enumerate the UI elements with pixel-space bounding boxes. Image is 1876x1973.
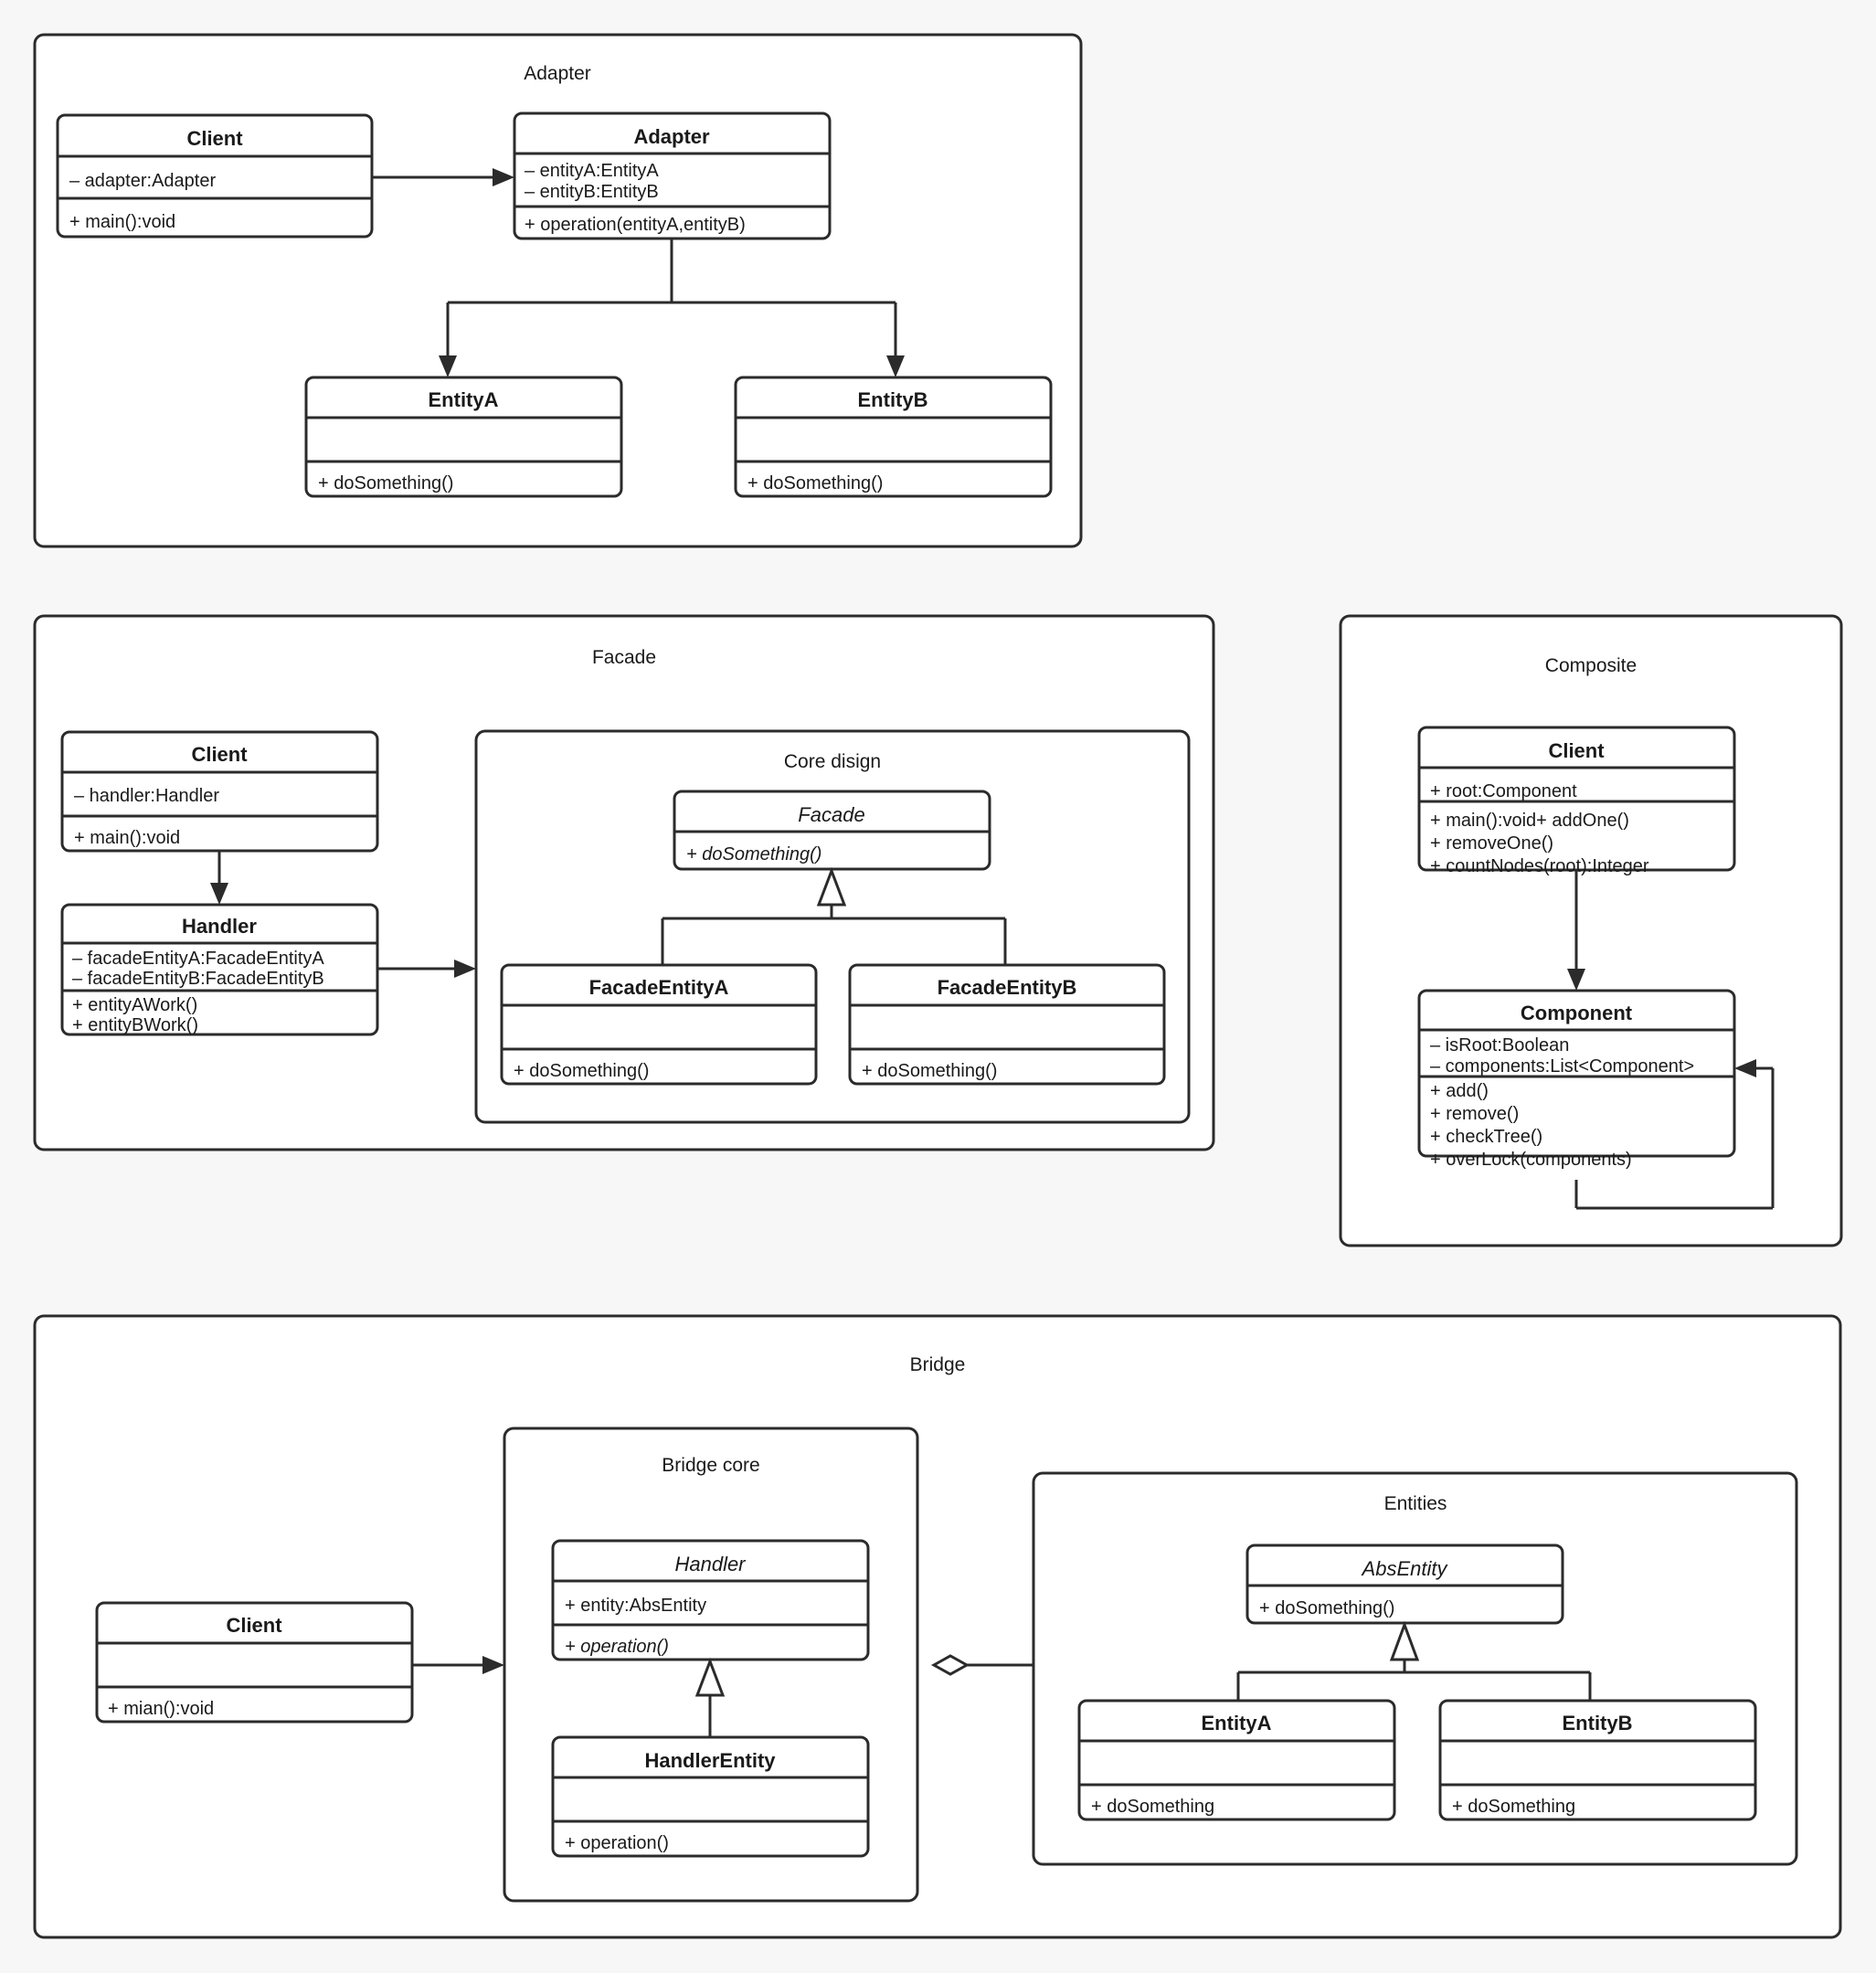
adapter-entitya-class[interactable]: EntityA + doSomething() [304,376,623,498]
facade-entityb-class[interactable]: FacadeEntityB + doSomething() [848,963,1166,1086]
group-adapter-title: Adapter [524,63,591,84]
edge-adapter-to-entities [439,239,905,377]
class-method: + main():void [69,212,175,232]
class-attribute: – facadeEntityA:FacadeEntityA [72,949,324,969]
class-name: EntityB [1563,1712,1633,1734]
facade-entitya-class[interactable]: FacadeEntityA + doSomething() [500,963,818,1086]
class-attribute: + root:Component [1430,781,1577,801]
class-attribute: – entityA:EntityA [525,161,659,181]
group-composite-title: Composite [1545,655,1637,676]
class-method: + doSomething() [747,473,883,493]
composite-component-class[interactable]: Component – isRoot:Boolean – components:… [1417,989,1736,1170]
edge-handlerentity-generalization [694,1657,726,1737]
class-name: Client [186,127,243,150]
class-method: + checkTree() [1430,1127,1542,1147]
class-name: EntityA [429,388,499,411]
class-method: + doSomething() [862,1061,997,1081]
facade-entityb-box[interactable] [848,963,1166,1086]
class-attribute: – components:List<Component> [1430,1056,1694,1077]
adapter-entitya-box[interactable] [304,376,623,498]
group-entities[interactable]: Entities AbsEntity + doSomething() Entit… [1032,1471,1798,1866]
class-method: + doSomething() [686,844,821,865]
class-method: + remove() [1430,1104,1519,1124]
adapter-entityb-class[interactable]: EntityB + doSomething() [734,376,1053,498]
class-method: + countNodes(root):Integer [1430,856,1649,876]
class-name: HandlerEntity [644,1749,776,1772]
edge-bridge-core-aggregation-entities [930,1654,1033,1676]
class-attribute: – isRoot:Boolean [1430,1035,1569,1055]
class-name: AbsEntity [1361,1557,1449,1580]
class-name: Facade [798,803,864,826]
group-entities-title: Entities [1384,1493,1447,1514]
class-method: + operation() [565,1637,669,1657]
class-method: + doSomething() [514,1061,649,1081]
bridge-handler-class[interactable]: Handler + entity:AbsEntity + operation() [551,1539,870,1661]
class-attribute: + entity:AbsEntity [565,1596,706,1616]
facade-client-class[interactable]: Client – handler:Handler + main():void [60,730,379,853]
class-method: + operation(entityA,entityB) [525,215,746,235]
adapter-entityb-box[interactable] [734,376,1053,498]
class-name: EntityA [1202,1712,1272,1734]
class-attribute: – facadeEntityB:FacadeEntityB [72,969,324,989]
edge-component-self-loop [1574,1059,1775,1210]
facade-handler-class[interactable]: Handler – facadeEntityA:FacadeEntityA – … [60,903,379,1036]
class-name: Client [191,743,248,766]
adapter-adapter-class[interactable]: Adapter – entityA:EntityA – entityB:Enti… [513,111,832,240]
group-composite[interactable]: Composite Client + root:Component + main… [1339,614,1843,1247]
class-method: + main():void [74,828,180,848]
bridge-absentity-class[interactable]: AbsEntity + doSomething() [1245,1543,1564,1625]
bridge-client-class[interactable]: Client + mian():void [95,1601,414,1724]
class-attribute: – entityB:EntityB [525,182,659,202]
edge-handler-to-core [377,960,476,978]
class-method: + operation() [565,1833,669,1853]
edge-composite-client-to-component [1567,870,1585,991]
class-method: + add() [1430,1081,1489,1101]
group-adapter[interactable]: Adapter Client – adapter:Adapter + main(… [33,33,1083,548]
facade-entitya-box[interactable] [500,963,818,1086]
class-name: Client [1548,739,1605,762]
edge-facade-client-to-handler [210,851,228,905]
class-method: + doSomething [1452,1797,1575,1817]
class-name: EntityB [858,388,928,411]
adapter-client-class[interactable]: Client – adapter:Adapter + main():void [56,113,374,239]
bridge-entityb-class[interactable]: EntityB + doSomething [1438,1699,1757,1821]
bridge-entityb-box[interactable] [1438,1699,1757,1821]
class-method: + removeOne() [1430,833,1553,854]
bridge-handlerentity-class[interactable]: HandlerEntity + operation() [551,1735,870,1858]
class-method: + mian():void [108,1699,214,1719]
group-core-disign[interactable]: Core disign Facade + doSomething() Facad… [474,729,1191,1124]
group-bridge-title: Bridge [910,1354,966,1375]
class-name: FacadeEntityA [589,976,729,999]
class-name: Adapter [633,125,710,148]
bridge-client-box[interactable] [95,1601,414,1724]
class-method: + entityAWork() [72,995,197,1015]
class-attribute: – adapter:Adapter [69,171,216,191]
class-method: + overLock(components) [1430,1150,1632,1170]
edge-bridge-client-to-core [412,1656,504,1674]
class-method: + doSomething [1091,1797,1214,1817]
edge-facade-generalization [661,866,1007,965]
class-name: Handler [182,915,257,938]
edge-entities-generalization [1236,1620,1592,1701]
edge-client-to-adapter [372,168,514,186]
composite-client-class[interactable]: Client + root:Component + main():void+ a… [1417,726,1736,876]
group-core-disign-title: Core disign [784,751,881,772]
class-method: + doSomething() [318,473,453,493]
class-method: + main():void+ addOne() [1430,811,1629,831]
bridge-entitya-class[interactable]: EntityA + doSomething [1077,1699,1396,1821]
group-facade-title: Facade [592,647,656,668]
group-bridge[interactable]: Bridge Client + mian():void Bridge core … [33,1314,1842,1939]
facade-abstract-class[interactable]: Facade + doSomething() [673,790,991,871]
class-name: Handler [674,1553,747,1575]
class-method: + doSomething() [1259,1598,1394,1618]
group-facade[interactable]: Facade Client – handler:Handler + main()… [33,614,1215,1151]
class-name: Component [1521,1002,1633,1024]
composite-component-box[interactable] [1417,989,1736,1158]
group-bridge-core-title: Bridge core [662,1455,759,1476]
class-name: FacadeEntityB [938,976,1077,999]
class-method: + entityBWork() [72,1015,198,1035]
class-name: Client [226,1614,282,1637]
group-bridge-core[interactable]: Bridge core Handler + entity:AbsEntity +… [503,1427,919,1903]
class-attribute: – handler:Handler [74,786,219,806]
